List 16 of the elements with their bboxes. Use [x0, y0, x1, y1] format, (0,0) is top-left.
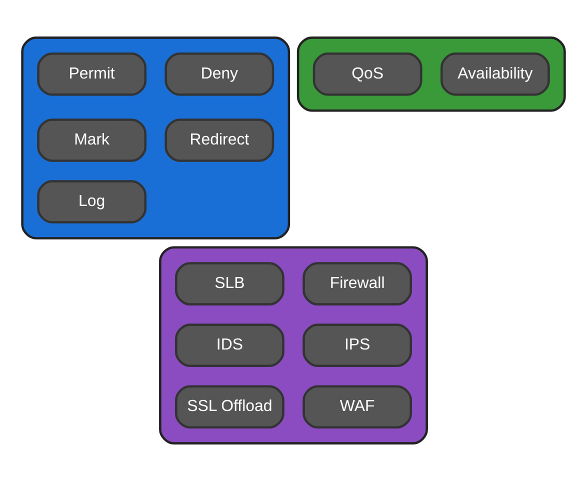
- node-box: IDS: [175, 323, 284, 366]
- node-box: Permit: [37, 52, 146, 96]
- node-box: Log: [37, 180, 146, 223]
- cluster: [296, 36, 566, 112]
- node-box: Mark: [37, 118, 146, 162]
- node-box: Firewall: [302, 262, 412, 305]
- node-box: Availability: [440, 52, 550, 96]
- node-box: QoS: [312, 52, 422, 96]
- node-box: IPS: [302, 323, 412, 366]
- cluster: [21, 36, 290, 239]
- cluster: [159, 246, 428, 444]
- node-box: SLB: [175, 262, 284, 305]
- node-box: SSL Offload: [175, 384, 284, 428]
- node-box: Redirect: [164, 118, 274, 162]
- node-box: Deny: [164, 52, 274, 96]
- node-box: WAF: [302, 384, 412, 428]
